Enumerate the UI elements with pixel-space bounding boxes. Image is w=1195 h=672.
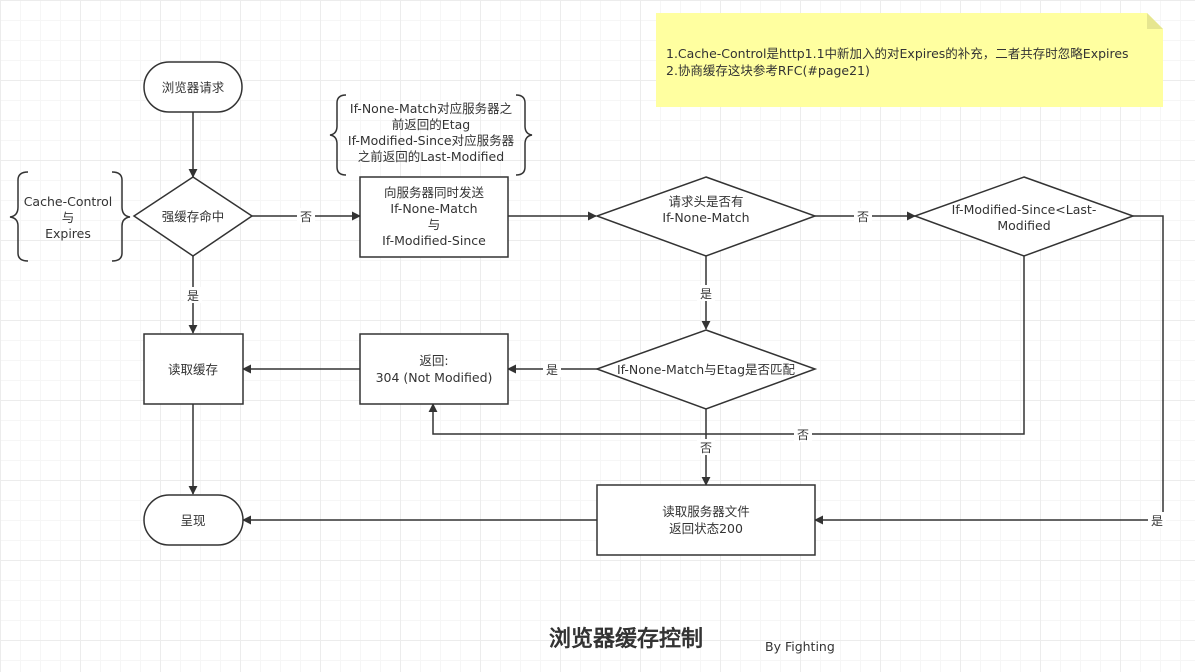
right-brace <box>111 171 131 262</box>
node-label: Modified <box>997 218 1050 233</box>
node-send-headers: 向服务器同时发送 If-None-Match 与 If-Modified-Sin… <box>359 176 509 258</box>
node-browser-request: 浏览器请求 <box>143 61 243 113</box>
right-brace <box>515 94 533 176</box>
annotation-line: If-None-Match对应服务器之 <box>350 101 513 116</box>
edge-label-no: 否 <box>797 428 809 442</box>
node-label: If-None-Match <box>662 210 749 225</box>
annotation-line: 与 <box>62 210 75 225</box>
node-modified-since-compare: If-Modified-Since<Last- Modified <box>912 176 1136 257</box>
node-label: 浏览器请求 <box>162 80 225 95</box>
node-render: 呈现 <box>143 494 244 546</box>
edge-modified-no <box>428 256 1025 435</box>
edge-labels: 否 是 否 是 是 否 否 是 <box>184 208 1166 528</box>
diagram-byline: By Fighting <box>765 639 835 654</box>
cache-headers-annotation: Cache-Control 与 Expires <box>9 171 131 262</box>
note-line-1: 1.Cache-Control是http1.1中新加入的对Expires的补充，… <box>666 46 1129 61</box>
edge-label-no: 否 <box>300 210 312 224</box>
diagram-title: 浏览器缓存控制 <box>549 626 703 652</box>
node-has-if-none-match: 请求头是否有 If-None-Match <box>594 176 818 257</box>
edge-label-yes: 是 <box>1151 514 1163 528</box>
node-label: If-Modified-Since <box>382 233 486 248</box>
note-line-2: 2.协商缓存这块参考RFC(#page21) <box>666 63 870 78</box>
node-label: 向服务器同时发送 <box>384 185 485 200</box>
node-read-server-file: 读取服务器文件 返回状态200 <box>596 484 816 556</box>
node-strong-cache-hit: 强缓存命中 <box>132 176 254 257</box>
node-label: 读取缓存 <box>168 362 218 377</box>
conditional-headers-annotation: If-None-Match对应服务器之 前返回的Etag If-Modified… <box>329 94 533 176</box>
node-label: 304 (Not Modified) <box>376 370 493 385</box>
node-label: If-None-Match与Etag是否匹配 <box>617 362 796 377</box>
node-label: 读取服务器文件 <box>662 504 750 519</box>
edge-label-no: 否 <box>857 210 869 224</box>
node-label: 呈现 <box>180 513 205 528</box>
node-label: 返回状态200 <box>669 521 743 536</box>
node-read-cache: 读取缓存 <box>143 333 244 405</box>
annotation-line: 之前返回的Last-Modified <box>358 149 504 164</box>
edge-label-yes: 是 <box>546 363 558 377</box>
left-brace <box>329 94 347 176</box>
left-brace <box>9 171 29 262</box>
annotation-line: Expires <box>45 226 91 241</box>
annotation-line: 前返回的Etag <box>392 117 470 132</box>
annotation-line: Cache-Control <box>24 194 113 209</box>
sticky-note: 1.Cache-Control是http1.1中新加入的对Expires的补充，… <box>656 13 1163 107</box>
edges <box>188 112 1164 525</box>
edge-label-yes: 是 <box>700 287 712 301</box>
node-return-304: 返回: 304 (Not Modified) <box>359 333 509 405</box>
edge-label-no: 否 <box>700 441 712 455</box>
node-label: 请求头是否有 <box>668 194 743 209</box>
node-etag-match: If-None-Match与Etag是否匹配 <box>594 329 818 410</box>
edge-modified-yes <box>814 215 1164 525</box>
node-label: If-Modified-Since<Last- <box>952 202 1097 217</box>
annotation-line: If-Modified-Since对应服务器 <box>348 133 515 148</box>
edge-label-yes: 是 <box>187 289 199 303</box>
node-label: 与 <box>428 217 441 232</box>
node-label: If-None-Match <box>390 201 477 216</box>
node-label: 强缓存命中 <box>162 209 225 224</box>
node-label: 返回: <box>419 353 448 368</box>
